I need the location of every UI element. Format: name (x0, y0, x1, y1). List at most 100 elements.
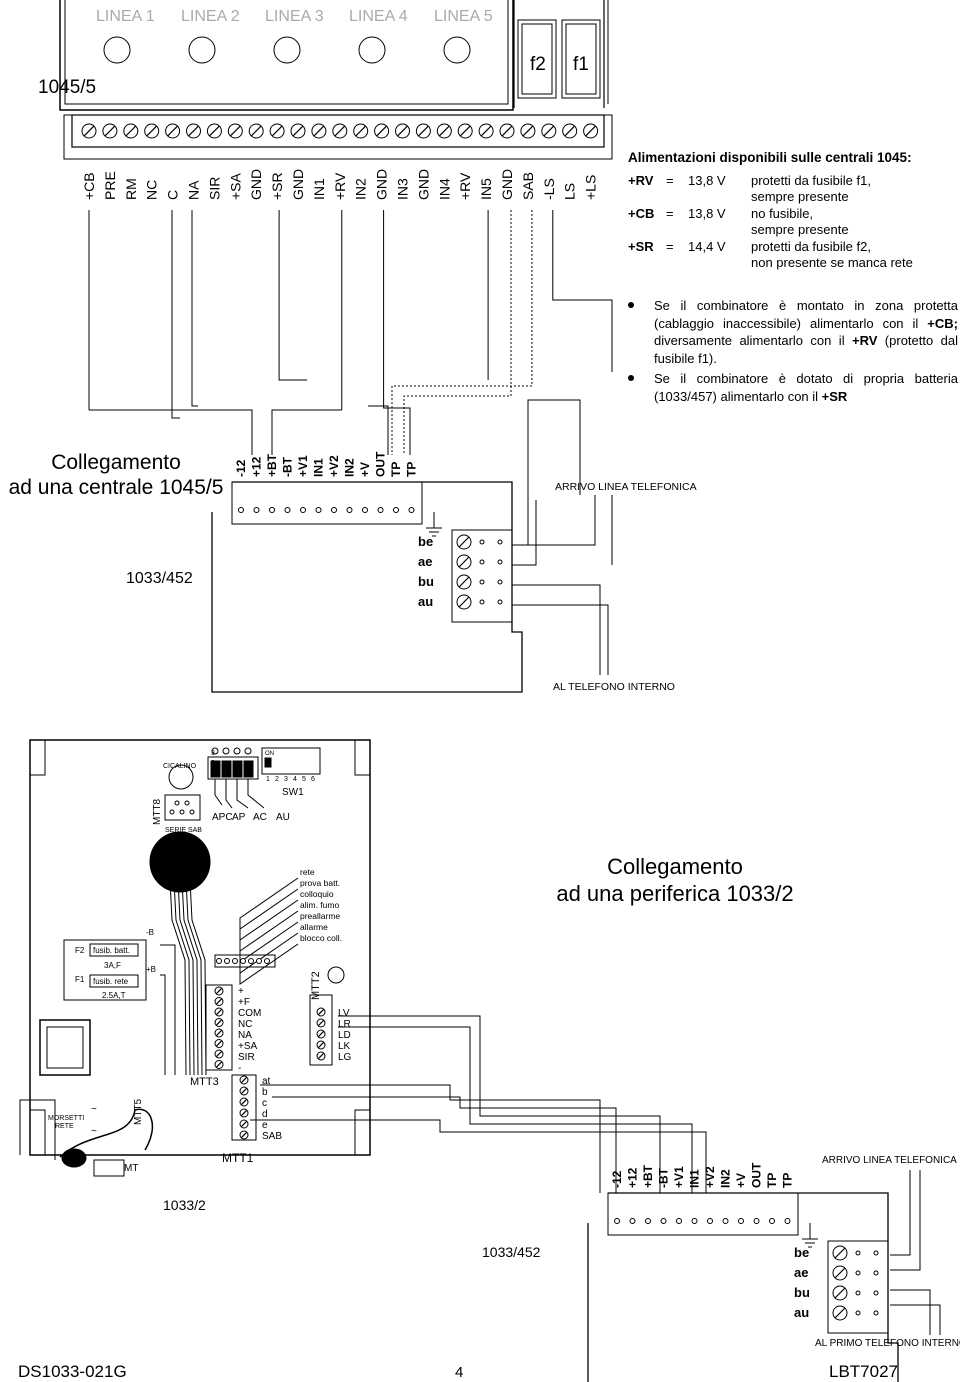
combinator-terminal-label: -BT (657, 1167, 671, 1188)
screw-slot (317, 1008, 325, 1016)
supply-desc-line: no fusibile, (751, 205, 814, 221)
wire-tel2-d (890, 1304, 941, 1335)
wire-dashed (403, 210, 512, 455)
combinator-terminal-label: +V2 (327, 455, 341, 477)
board-frame (19, 1099, 56, 1160)
led-pin (232, 958, 238, 964)
section2-al-primo: AL PRIMO TELEFONO INTERNO (815, 1338, 960, 1349)
screw-slot (458, 596, 470, 608)
combinator-outline (211, 481, 523, 693)
fuse-f1-label: f1 (573, 54, 589, 75)
wire-gnd (383, 210, 411, 455)
transformer-inner (46, 1026, 84, 1069)
central-terminal-label: +RV (457, 172, 473, 200)
tilde-label: ~ (91, 1126, 97, 1137)
combinator-terminal-label: +V (734, 1173, 748, 1188)
combinator-terminal-label: +V2 (703, 1166, 717, 1188)
screw-slot (834, 1307, 846, 1319)
jumper-label: AU (276, 812, 290, 823)
jumper-line (247, 779, 265, 809)
combinator-terminal (645, 1218, 651, 1224)
section1-arrivo: ARRIVO LINEA TELEFONICA (555, 481, 697, 493)
central-terminal-label: RM (123, 178, 139, 200)
section1-title-line2: ad una centrale 1045/5 (8, 476, 224, 499)
supply-title: Alimentazioni disponibili sulle centrali… (628, 150, 912, 165)
serie-sab-label: SERIE SAB (165, 827, 202, 834)
combinator-terminal-label: TP (389, 462, 403, 477)
line-label: LINEA 1 (96, 8, 155, 25)
mtt2-label: LK (338, 1041, 351, 1052)
central-terminal-label: +SR (269, 172, 285, 200)
mtt3-label: SIR (238, 1052, 255, 1063)
line-terminal (873, 1310, 879, 1316)
combinator-terminal (707, 1218, 713, 1224)
screw-slot (146, 125, 158, 137)
section2-title-line2: ad una periferica 1033/2 (556, 881, 794, 906)
screw-slot (585, 125, 596, 137)
screw-slot (834, 1267, 846, 1279)
screw-slot (834, 1247, 846, 1259)
jumper (243, 760, 254, 778)
supply-eq: = (666, 205, 674, 221)
line-terminal (497, 559, 503, 565)
combinator-terminal-block (231, 481, 423, 525)
wire-tel2-a (890, 1170, 911, 1256)
wire-board-c (338, 1015, 661, 1193)
line-connector-circle (273, 36, 301, 64)
screw-slot (355, 125, 367, 137)
combinator-terminal-label: TP (781, 1173, 795, 1188)
supply-desc-line: sempre presente (751, 189, 849, 204)
screw-slot (215, 1050, 223, 1058)
central-terminal-label: -LS (541, 178, 557, 200)
led-wire (239, 888, 299, 960)
board-model: 1033/2 (163, 1197, 206, 1213)
screw-slot (458, 536, 470, 548)
screw-slot (240, 1109, 248, 1117)
board-corner (354, 1109, 370, 1155)
jumper-line (214, 779, 223, 806)
section2-device: 1033/452 (482, 1244, 541, 1260)
wire-tel-d (512, 604, 609, 675)
screw-slot (438, 125, 450, 137)
wire-bundle (169, 879, 187, 1076)
footer-left: DS1033-021G (18, 1362, 127, 1381)
supply-eq: = (666, 238, 674, 254)
screw-slot (240, 1098, 248, 1106)
led-label: colloquio (300, 889, 334, 899)
mt-block (93, 1159, 125, 1177)
mtt8-terminal (179, 809, 185, 815)
jumper-num: 1 (211, 770, 215, 777)
wire-sr (278, 210, 308, 381)
screw-slot (215, 1019, 223, 1026)
jumper (232, 760, 243, 778)
led-label: alim. fumo (300, 900, 339, 910)
led-label: blocco coll. (300, 933, 342, 943)
screw-slot (215, 1061, 223, 1068)
mtt1-label: b (262, 1087, 268, 1098)
screw-slot (125, 125, 137, 137)
combinator-terminal-label: +BT (265, 453, 279, 477)
central-terminal-label: NA (186, 180, 202, 200)
line-terminal-block (827, 1240, 889, 1334)
mtt8-terminal (189, 809, 195, 815)
screw-slot (215, 1008, 223, 1016)
line-terminal (855, 1310, 861, 1316)
screw-slot (215, 1029, 223, 1037)
screw-slot (240, 1120, 248, 1128)
mtt1-label: d (262, 1109, 268, 1120)
jumper (221, 760, 232, 778)
combinator-terminal-label: IN2 (343, 458, 357, 477)
line-terminal (873, 1290, 879, 1296)
section2-arrivo: ARRIVO LINEA TELEFONICA (822, 1155, 957, 1166)
screw-slot (240, 1131, 248, 1139)
combinator-terminal (408, 507, 415, 513)
screw-slot (317, 1030, 325, 1038)
central-terminal-label: GND (248, 169, 264, 200)
combinator-terminal-label: TP (765, 1173, 779, 1188)
mtt8-terminal (169, 809, 175, 815)
line-label: bu (794, 1285, 810, 1300)
combinator-terminal (393, 507, 399, 513)
